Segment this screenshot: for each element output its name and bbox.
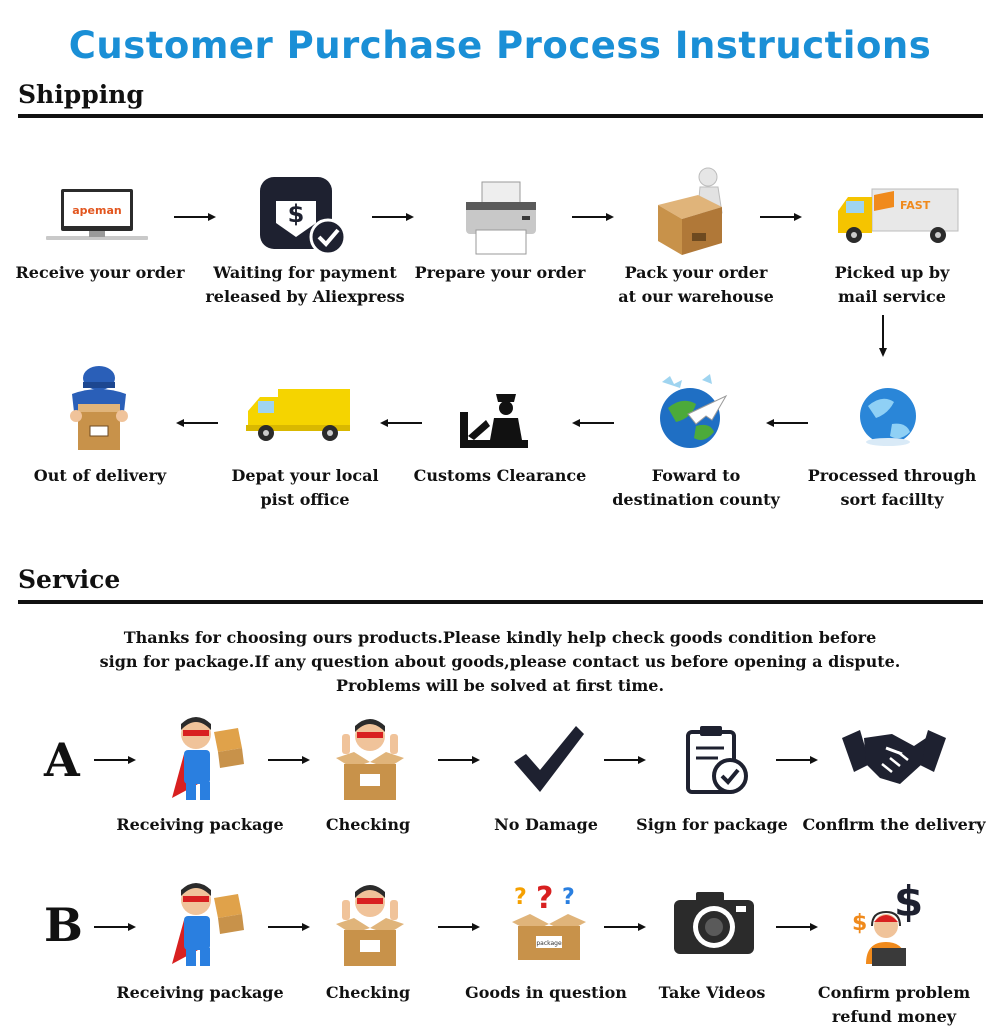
shipping-step-label: Out of delivery: [33, 466, 167, 485]
globe-icon: [854, 384, 920, 450]
service-step-label: Confirm problem refund money: [817, 983, 971, 1026]
handshake-icon: [842, 724, 946, 794]
arrow-left-icon: [176, 418, 218, 428]
shipping-step-label: Depat your local pist office: [231, 466, 379, 509]
svg-text:$: $: [852, 911, 867, 936]
arrow-down-icon: [878, 315, 888, 361]
service-step-label: Goods in question: [465, 983, 627, 1002]
arrow-right-icon: [760, 212, 802, 222]
svg-text:?: ?: [562, 885, 575, 910]
page-title: Customer Purchase Process Instructions: [68, 24, 932, 67]
service-notice: Thanks for choosing ours products.Please…: [99, 628, 901, 695]
service-step-label: Sign for package: [636, 815, 788, 834]
arrow-right-icon: [94, 755, 136, 765]
arrow-right-icon: [776, 922, 818, 932]
arrow-right-icon: [438, 922, 480, 932]
computer-monitor-icon: apeman: [44, 185, 150, 245]
arrow-left-icon: [766, 418, 808, 428]
service-divider: [18, 600, 983, 604]
shipping-divider: [18, 114, 983, 118]
payment-dollar-icon: $: [258, 175, 348, 256]
printer-icon: [462, 180, 540, 258]
arrow-right-icon: [372, 212, 414, 222]
service-step-label: No Damage: [494, 815, 598, 834]
svg-text:$: $: [288, 200, 305, 228]
van-icon: [244, 385, 352, 445]
service-step-label: Take Videos: [658, 983, 766, 1002]
box-label-text: package: [536, 940, 562, 947]
arrow-left-icon: [380, 418, 422, 428]
row-a-letter: A: [44, 733, 80, 787]
shipping-step-label: Pack your order at our warehouse: [618, 263, 774, 306]
arrow-right-icon: [174, 212, 216, 222]
svg-text:?: ?: [536, 882, 553, 916]
shipping-step-label: Receive your order: [15, 263, 185, 282]
service-step-label: Conflrm the delivery: [802, 815, 986, 834]
delivery-truck-icon: FAST: [834, 185, 962, 247]
clipboard-check-icon: [684, 724, 750, 796]
question-box-icon: ? ? ? package: [510, 881, 588, 962]
service-step-label: Checking: [325, 983, 411, 1002]
arrow-right-icon: [604, 755, 646, 765]
open-box-icon: [332, 878, 408, 968]
camera-icon: [672, 890, 756, 956]
shipping-step-label: Processed through sort facillty: [807, 466, 977, 509]
checkmark-icon: [512, 724, 584, 794]
arrow-right-icon: [268, 755, 310, 765]
superhero-package-icon: [168, 714, 248, 802]
airplane-globe-icon: [652, 374, 732, 454]
arrow-right-icon: [268, 922, 310, 932]
shipping-heading: Shipping: [18, 80, 144, 109]
packing-box-icon: [652, 165, 732, 257]
arrow-right-icon: [604, 922, 646, 932]
arrow-left-icon: [572, 418, 614, 428]
customs-officer-icon: [456, 390, 532, 452]
shipping-step-label: Prepare your order: [414, 263, 586, 282]
arrow-right-icon: [572, 212, 614, 222]
shipping-step-label: Picked up by mail service: [834, 263, 950, 306]
row-b-letter: B: [44, 898, 83, 952]
shipping-step-label: Customs Clearance: [413, 466, 587, 485]
svg-text:?: ?: [514, 885, 527, 910]
shipping-step-label: Foward to destination county: [612, 466, 780, 509]
arrow-right-icon: [94, 922, 136, 932]
service-step-label: Checking: [325, 815, 411, 834]
arrow-right-icon: [438, 755, 480, 765]
service-step-label: Receiving package: [116, 983, 284, 1002]
truck-label-text: FAST: [900, 199, 931, 212]
open-box-icon: [332, 712, 408, 802]
superhero-package-icon: [168, 880, 248, 968]
shipping-step-label: Waiting for payment released by Aliexpre…: [205, 263, 405, 306]
courier-icon: [64, 364, 134, 454]
support-money-icon: $ $: [850, 877, 934, 968]
arrow-right-icon: [776, 755, 818, 765]
service-step-label: Receiving package: [116, 815, 284, 834]
service-heading: Service: [18, 565, 121, 594]
monitor-brand-text: apeman: [72, 204, 121, 217]
